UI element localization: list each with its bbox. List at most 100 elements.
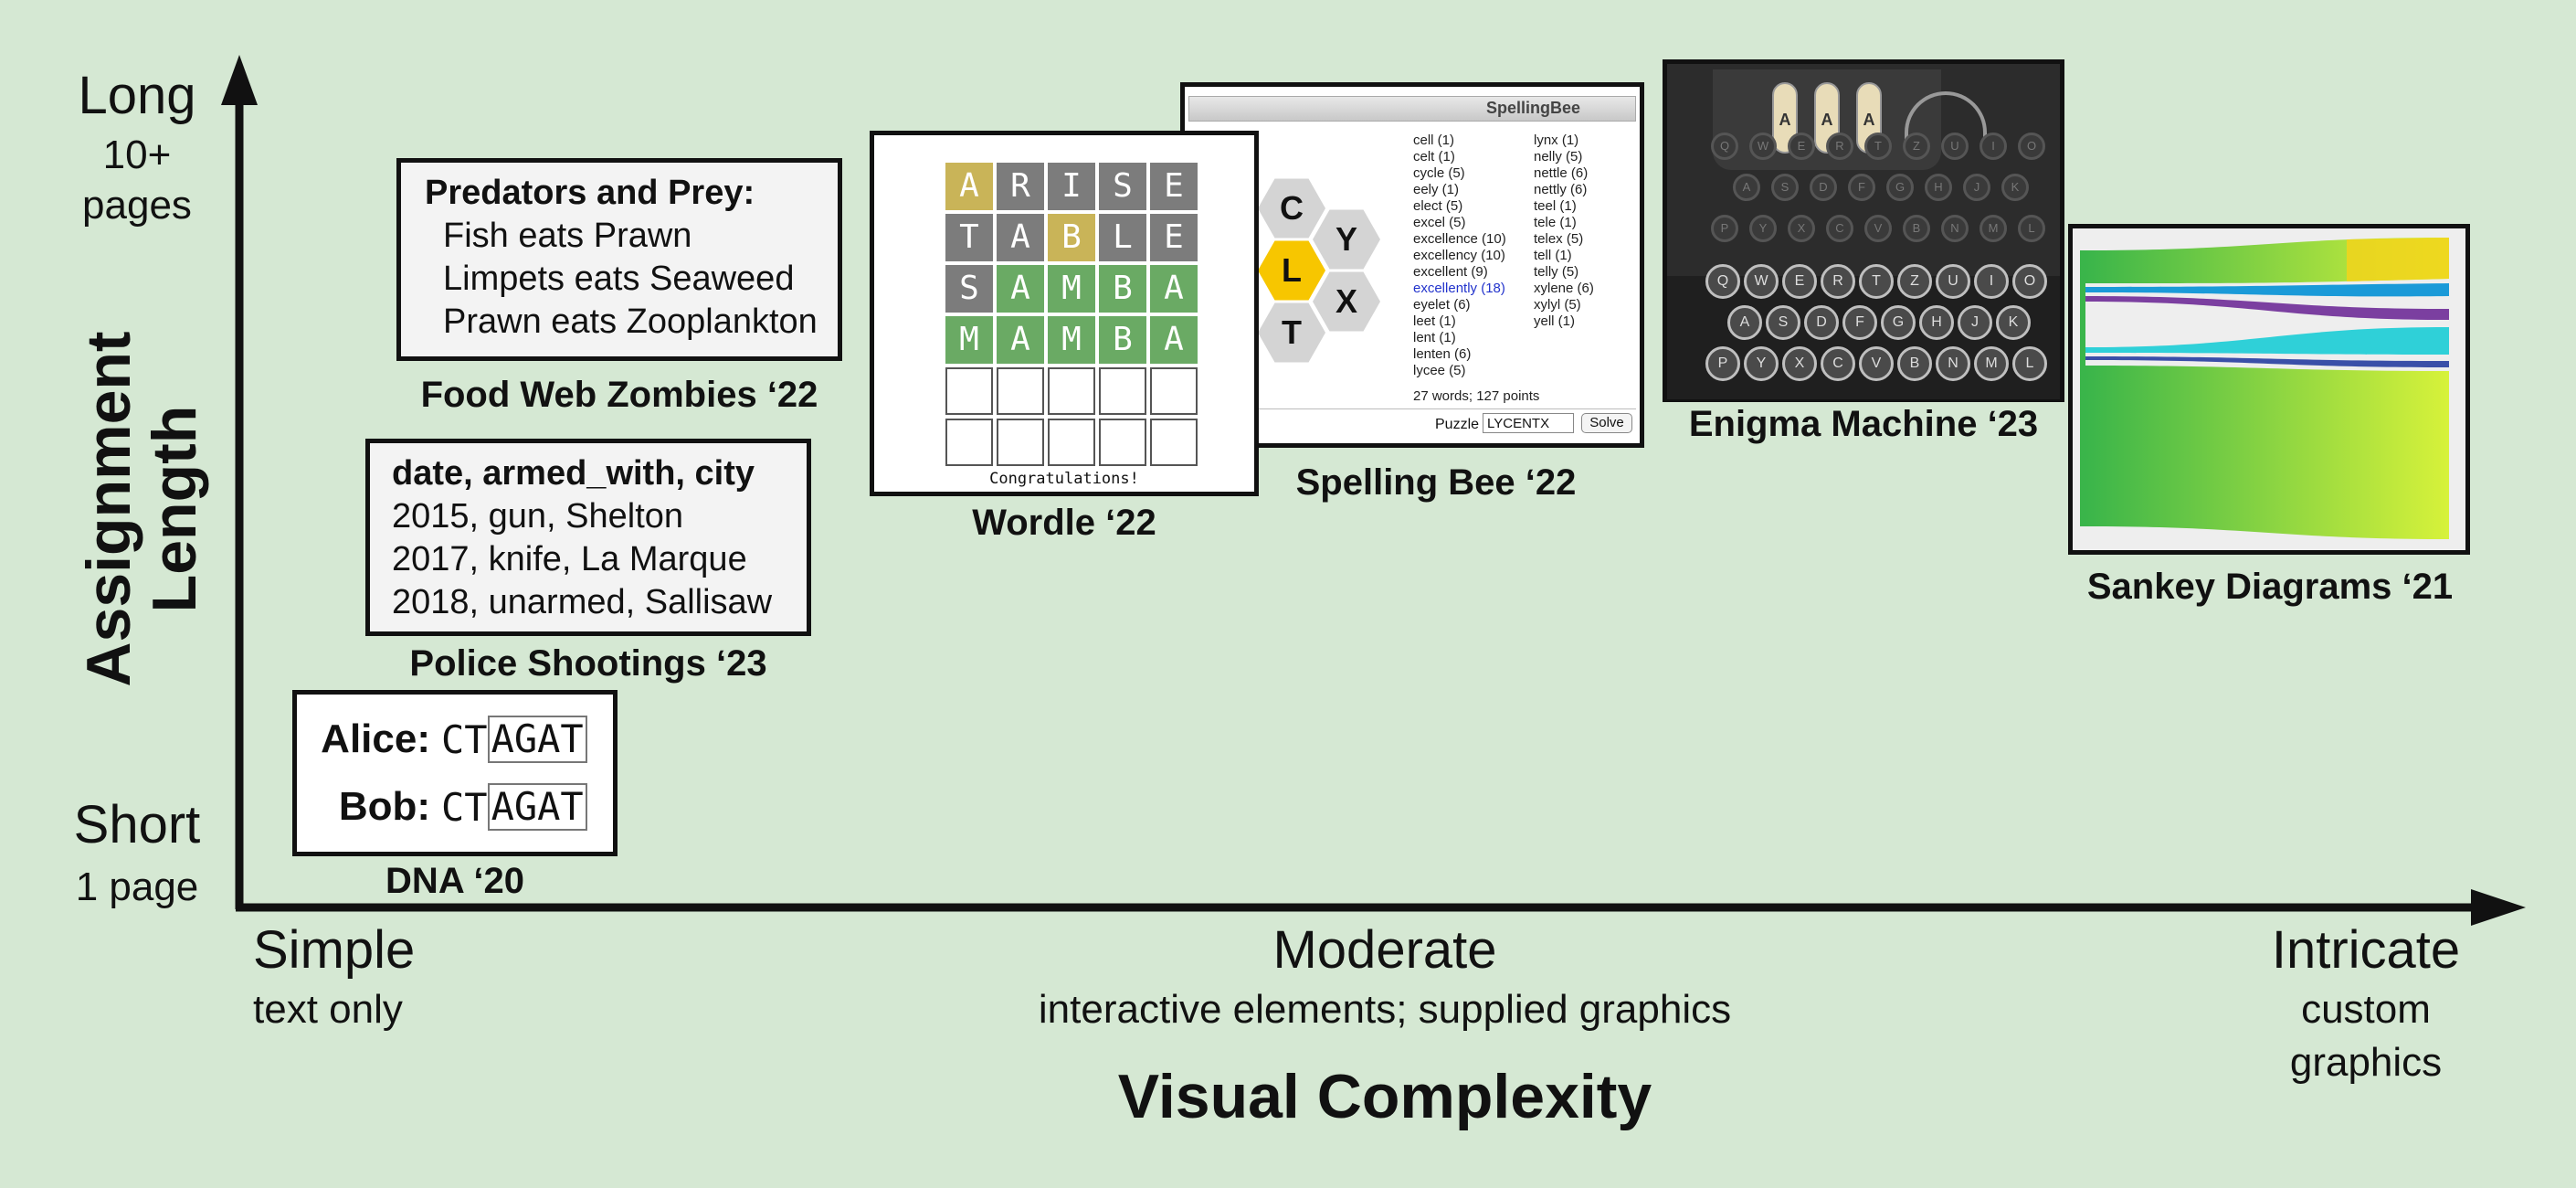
- bee-word: eyelet (6): [1413, 297, 1471, 313]
- enigma-key[interactable]: Z: [1897, 264, 1932, 299]
- bee-solve-button[interactable]: Solve: [1581, 413, 1632, 433]
- sankey-flow-blue: [2085, 283, 2449, 297]
- foodweb-card: Predators and Prey: Fish eats Prawn Limp…: [396, 158, 842, 361]
- y-axis-bottom-label: Short 1 page: [55, 793, 219, 918]
- wordle-tile: [1150, 367, 1198, 415]
- bee-word: cell (1): [1413, 133, 1455, 148]
- enigma-key[interactable]: L: [2012, 346, 2047, 381]
- sankey-node-left: [2080, 250, 2085, 526]
- bee-puzzle-input[interactable]: LYCENTX: [1483, 413, 1574, 433]
- bee-words-col1: cell (1)celt (1)cycle (5)eely (1)elect (…: [1413, 133, 1506, 379]
- dna-row-alice: Alice: CT AGAT: [311, 713, 587, 766]
- foodweb-row: Fish eats Prawn: [443, 217, 692, 255]
- bee-letter-right-top[interactable]: Y: [1313, 209, 1380, 270]
- enigma-key[interactable]: F: [1842, 305, 1877, 340]
- enigma-key[interactable]: C: [1821, 346, 1855, 381]
- sankey-flow-main: [2085, 366, 2449, 539]
- bee-word: telly (5): [1534, 264, 1579, 280]
- foodweb-row: Limpets eats Seaweed: [443, 260, 795, 298]
- enigma-lamp: I: [1980, 133, 2007, 160]
- enigma-lamp: O: [2018, 133, 2045, 160]
- x-axis-title: Visual Complexity: [1117, 1062, 1652, 1131]
- x-axis-mid-label: Moderate interactive elements; supplied …: [928, 918, 1842, 1037]
- enigma-label: Enigma Machine ‘23: [1688, 404, 2039, 444]
- enigma-key[interactable]: X: [1782, 346, 1817, 381]
- y-axis-top-sub1: 10+: [102, 133, 172, 177]
- bee-word: excellency (10): [1413, 248, 1505, 263]
- x-axis-arrow: [2471, 889, 2526, 926]
- wordle-label: Wordle ‘22: [972, 503, 1156, 543]
- x-axis-mid-sub: interactive elements; supplied graphics: [1038, 987, 1732, 1032]
- police-row: 2015, gun, Shelton: [392, 497, 684, 536]
- enigma-lamp: S: [1771, 174, 1799, 201]
- enigma-key[interactable]: S: [1766, 305, 1800, 340]
- enigma-key[interactable]: P: [1705, 346, 1740, 381]
- enigma-key[interactable]: N: [1936, 346, 1970, 381]
- enigma-lamp: M: [1980, 215, 2007, 242]
- spellingbee-label: Spelling Bee ‘22: [1295, 462, 1577, 503]
- wordle-tile: E: [1150, 214, 1198, 261]
- enigma-lamp: G: [1886, 174, 1914, 201]
- bee-footer: Puzzle LYCENTX Solve: [1188, 408, 1636, 440]
- enigma-key[interactable]: E: [1782, 264, 1817, 299]
- sankey-label: Sankey Diagrams ‘21: [2086, 567, 2454, 607]
- bee-puzzle-label: Puzzle: [1435, 417, 1480, 432]
- wordle-tile: A: [1150, 316, 1198, 364]
- bee-word: lenten (6): [1413, 346, 1472, 362]
- enigma-lamp: Z: [1903, 133, 1930, 160]
- foodweb-header: Predators and Prey:: [425, 174, 755, 212]
- y-axis-title-line1: Assignment: [74, 331, 143, 687]
- wordle-tile: [945, 367, 993, 415]
- bee-letter-bottom[interactable]: T: [1258, 302, 1325, 363]
- bee-letter-top[interactable]: C: [1258, 178, 1325, 239]
- sankey-flow-darkblue: [2085, 356, 2449, 367]
- enigma-key[interactable]: K: [1996, 305, 2031, 340]
- wordle-tile: B: [1099, 265, 1146, 313]
- bee-letter-center[interactable]: L: [1258, 240, 1325, 301]
- enigma-lamp: V: [1864, 215, 1892, 242]
- enigma-key[interactable]: O: [2012, 264, 2047, 299]
- x-axis-left-main: Simple: [253, 920, 416, 980]
- wordle-tile: [1048, 367, 1095, 415]
- enigma-key[interactable]: H: [1919, 305, 1954, 340]
- bee-word: nettle (6): [1534, 165, 1589, 181]
- bee-word: xylene (6): [1534, 281, 1594, 296]
- foodweb-row: Prawn eats Zooplankton: [443, 302, 818, 341]
- enigma-key[interactable]: U: [1936, 264, 1970, 299]
- enigma-key[interactable]: T: [1859, 264, 1894, 299]
- dna-card: Alice: CT AGAT Bob: CT AGAT: [292, 690, 618, 856]
- bee-word: nelly (5): [1534, 149, 1583, 164]
- bee-word: excel (5): [1413, 215, 1466, 230]
- bee-word: celt (1): [1413, 149, 1455, 164]
- wordle-tile: B: [1099, 316, 1146, 364]
- bee-word: excellent (9): [1413, 264, 1488, 280]
- enigma-lamp: R: [1826, 133, 1853, 160]
- bee-summary: 27 words; 127 points: [1413, 388, 1540, 404]
- wordle-tile: I: [1048, 163, 1095, 210]
- enigma-key[interactable]: B: [1897, 346, 1932, 381]
- enigma-key[interactable]: J: [1958, 305, 1992, 340]
- enigma-key[interactable]: W: [1744, 264, 1779, 299]
- bee-word: lent (1): [1413, 330, 1456, 345]
- bee-word: leet (1): [1413, 313, 1456, 329]
- dna-label: DNA ‘20: [385, 861, 524, 901]
- enigma-key[interactable]: I: [1974, 264, 2009, 299]
- enigma-key[interactable]: M: [1974, 346, 2009, 381]
- bee-word: cycle (5): [1413, 165, 1465, 181]
- x-axis-right-sub2: graphics: [2289, 1040, 2443, 1085]
- enigma-key[interactable]: Q: [1705, 264, 1740, 299]
- enigma-key[interactable]: R: [1821, 264, 1855, 299]
- enigma-key[interactable]: A: [1727, 305, 1762, 340]
- police-row: 2018, unarmed, Sallisaw: [392, 583, 773, 621]
- bee-letter-right-bottom[interactable]: X: [1313, 271, 1380, 332]
- wordle-tile: A: [997, 214, 1044, 261]
- enigma-key[interactable]: V: [1859, 346, 1894, 381]
- bee-word: lynx (1): [1534, 133, 1579, 148]
- enigma-key[interactable]: G: [1881, 305, 1916, 340]
- enigma-key[interactable]: Y: [1744, 346, 1779, 381]
- enigma-lamp: B: [1903, 215, 1930, 242]
- foodweb-label: Food Web Zombies ‘22: [420, 375, 818, 415]
- enigma-key[interactable]: D: [1804, 305, 1839, 340]
